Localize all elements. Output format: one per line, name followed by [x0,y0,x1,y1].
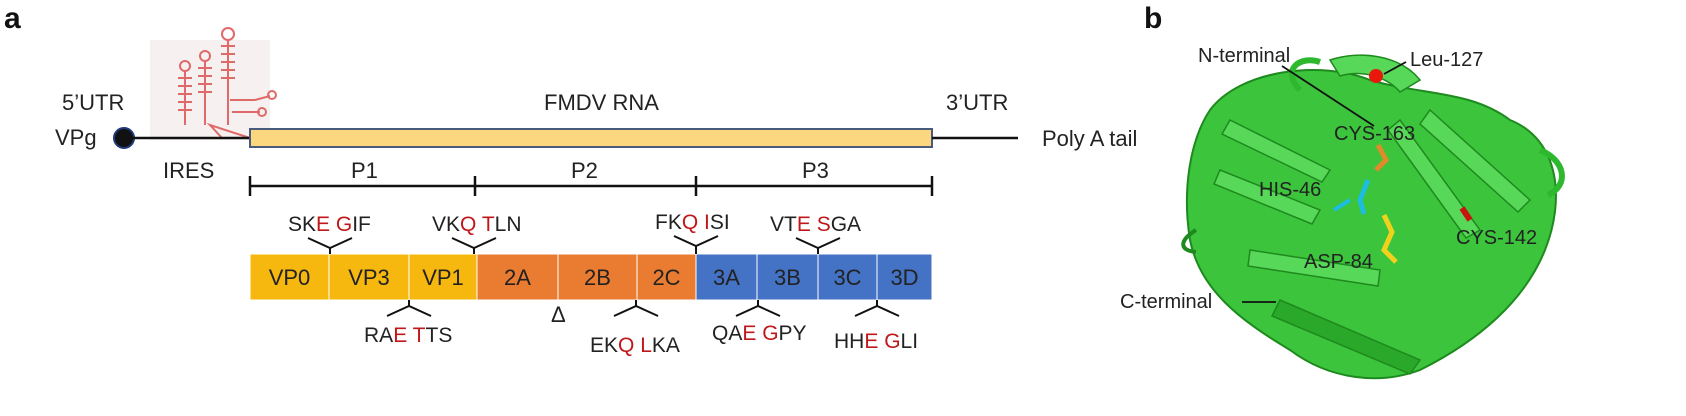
segment-label-3a: 3A [713,265,740,290]
utr3-label: 3’UTR [946,90,1008,115]
label-leu127: Leu-127 [1410,49,1483,71]
ires-structure-icon [150,27,277,140]
segment-label-3c: 3C [833,265,861,290]
protein-structure-ribbon [1181,54,1565,380]
segment-label-2c: 2C [652,265,680,290]
ires-label: IRES [163,158,214,183]
segment-2b [557,253,638,301]
rna-label: FMDV RNA [544,90,659,115]
label-his46: HIS-46 [1259,179,1321,201]
panel-a-letter: a [4,2,21,35]
panel-b-letter: b [1144,2,1162,35]
leu127-dot [1369,69,1383,83]
cleavage-bottom-2: EKQ LKA [590,334,680,357]
segment-label-3b: 3B [774,265,801,290]
segment-3b [756,253,819,301]
segment-2c [636,253,697,301]
label-n-terminal: N-terminal [1198,45,1290,67]
region-p2: P2 [571,158,598,183]
cleavage-bottom-4: HHE GLI [834,330,918,353]
label-asp84: ASP-84 [1304,251,1373,273]
segment-label-2b: 2B [584,265,611,290]
label-cys163: CYS-163 [1334,123,1415,145]
vpg-label: VPg [55,125,97,150]
protein-segments: VP0 VP3 VP1 2A 2B 2C 3A 3B 3C 3D [249,253,933,301]
segment-label-vp3: VP3 [348,265,390,290]
vpg-dot [113,127,135,149]
region-p1: P1 [351,158,378,183]
label-cys142: CYS-142 [1456,227,1537,249]
segment-3d [876,253,933,301]
segment-vp1 [408,253,478,301]
cleavage-top-4: VTE SGA [770,213,861,236]
segment-vp0 [249,253,330,301]
polyprotein-bracket [248,176,934,196]
region-p3: P3 [802,158,829,183]
polya-label: Poly A tail [1042,126,1137,151]
annotation-leaders [1242,61,1407,303]
segment-2a [476,253,559,301]
cleavage-top-3: FKQ ISI [655,211,730,234]
cleavage-forks [307,235,900,317]
segment-label-vp1: VP1 [422,265,464,290]
cleavage-bottom-1: RAE TTS [364,324,452,347]
triangle-marker: Δ [551,302,566,327]
segment-label-vp0: VP0 [269,265,311,290]
segment-3c [817,253,878,301]
cleavage-bottom-3: QAE GPY [712,322,807,345]
orf-bar [249,128,933,148]
label-c-terminal: C-terminal [1120,291,1212,313]
cleavage-top-1: SKE GIF [288,213,371,236]
utr5-label: 5’UTR [62,90,124,115]
segment-label-3d: 3D [890,265,918,290]
cleavage-top-2: VKQ TLN [432,213,522,236]
segment-label-2a: 2A [504,265,531,290]
